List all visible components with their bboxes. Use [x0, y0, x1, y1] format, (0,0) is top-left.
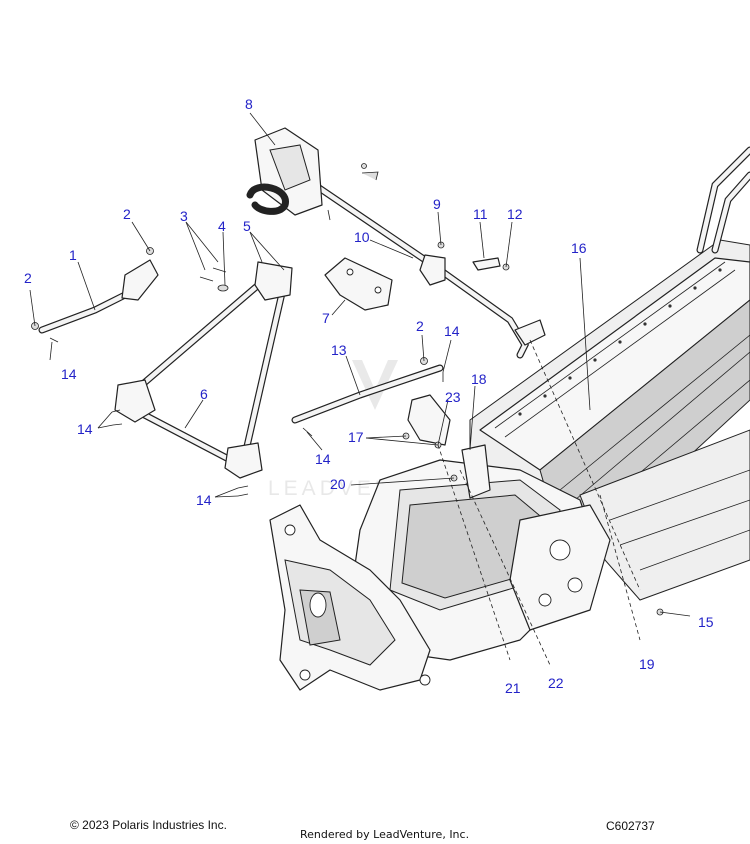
- callout-6: 6: [200, 386, 208, 402]
- callout-8: 8: [245, 96, 253, 112]
- steering-column: [246, 127, 546, 359]
- callout-22: 22: [548, 675, 564, 691]
- callout-2: 2: [416, 318, 424, 334]
- callout-12: 12: [507, 206, 523, 222]
- diagram-code: C602737: [606, 819, 655, 833]
- leader-lines: [29, 112, 691, 666]
- bracket-11: [472, 257, 501, 271]
- callout-5: 5: [243, 218, 251, 234]
- callout-11: 11: [473, 206, 488, 222]
- callout-14: 14: [315, 451, 331, 467]
- front-a-frame: [114, 261, 293, 479]
- front-chassis: [269, 459, 611, 691]
- callout-9: 9: [433, 196, 441, 212]
- callout-15: 15: [698, 614, 714, 630]
- callout-10: 10: [354, 229, 370, 245]
- callout-14: 14: [77, 421, 93, 437]
- callout-16: 16: [571, 240, 587, 256]
- tie-rod-1: [38, 259, 159, 334]
- callout-17: 17: [348, 429, 364, 445]
- callout-14: 14: [61, 366, 77, 382]
- callout-19: 19: [639, 656, 655, 672]
- callout-7: 7: [322, 310, 330, 326]
- callout-4: 4: [218, 218, 226, 234]
- callout-23: 23: [445, 389, 461, 405]
- bracket-18: [407, 394, 491, 499]
- callout-2: 2: [24, 270, 32, 286]
- callout-13: 13: [331, 342, 347, 358]
- copyright-text: © 2023 Polaris Industries Inc.: [70, 818, 227, 832]
- rendered-by-text: Rendered by LeadVenture, Inc.: [300, 828, 470, 841]
- callout-21: 21: [505, 680, 521, 696]
- callout-3: 3: [180, 208, 188, 224]
- callout-2: 2: [123, 206, 131, 222]
- callout-14: 14: [444, 323, 460, 339]
- callout-14: 14: [196, 492, 212, 508]
- callout-20: 20: [330, 476, 346, 492]
- callout-1: 1: [69, 247, 77, 263]
- callout-18: 18: [471, 371, 487, 387]
- bracket-7: [324, 257, 393, 311]
